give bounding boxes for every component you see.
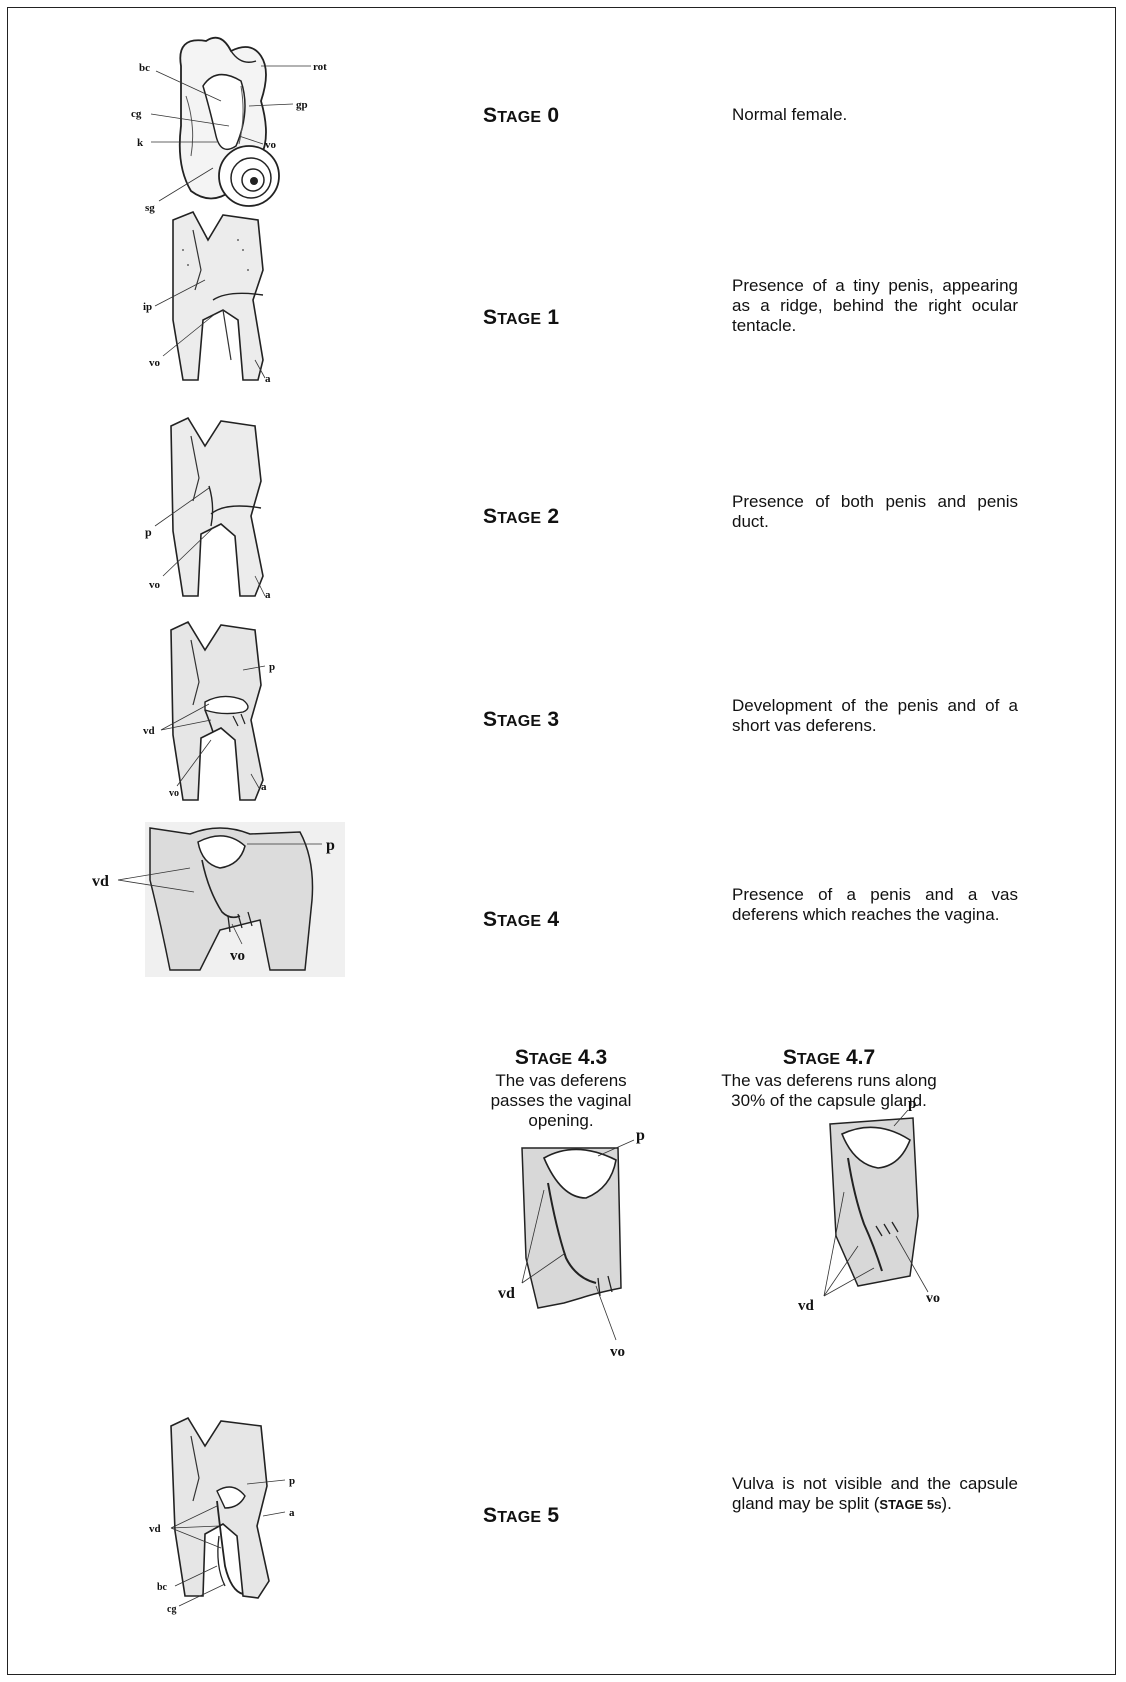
stage-0-label: STAGE 0: [483, 104, 559, 128]
stage-0-description: Normal female.: [732, 105, 1018, 125]
fig-label: vd: [143, 725, 155, 737]
stage-4-3-block: STAGE 4.3 The vas deferens passes the va…: [476, 1048, 646, 1131]
fig-label: vd: [149, 1523, 161, 1535]
fig-label: a: [265, 373, 271, 385]
stage-4-3-description: The vas deferens passes the vaginal open…: [491, 1071, 632, 1130]
fig-label: a: [261, 781, 267, 793]
fig-label: p: [326, 837, 335, 854]
stage-2-label: STAGE 2: [483, 505, 559, 529]
stage-1-label: STAGE 1: [483, 306, 559, 330]
stage-4-description: Presence of a penis and a vas deferens w…: [732, 885, 1018, 925]
stage-4-3-label: STAGE 4.3: [476, 1048, 646, 1070]
fig-label: vo: [230, 948, 245, 964]
fig-label: p: [636, 1128, 645, 1144]
stage-3-label: STAGE 3: [483, 708, 559, 732]
fig-label: p: [145, 525, 152, 539]
stage2-figure: p vo a: [143, 416, 293, 606]
fig-label: cg: [167, 1604, 176, 1615]
fig-label: bc: [139, 62, 150, 74]
stage-3-description: Development of the penis and of a short …: [732, 696, 1018, 736]
fig-label: vd: [498, 1285, 515, 1302]
fig-label: ip: [143, 301, 152, 313]
stage4-7-figure: p vd vo: [778, 1096, 968, 1316]
stage-5-label: STAGE 5: [483, 1504, 559, 1528]
fig-label: k: [137, 137, 144, 149]
fig-label: cg: [131, 108, 142, 120]
fig-label: bc: [157, 1582, 168, 1593]
fig-label: vd: [92, 873, 109, 890]
stage3-figure: p vd vo a: [143, 620, 293, 805]
fig-label: rot: [313, 61, 327, 73]
stage5-figure: p vd a bc cg: [143, 1416, 313, 1616]
stage0-figure: bc cg k sg rot gp vo: [121, 26, 331, 216]
fig-label: vd: [798, 1298, 815, 1314]
fig-label: gp: [296, 99, 308, 111]
fig-label: p: [289, 1475, 295, 1487]
fig-label: vo: [169, 788, 179, 799]
fig-label: a: [289, 1507, 295, 1519]
stage-1-description: Presence of a tiny penis, appearing as a…: [732, 276, 1018, 336]
fig-label: a: [265, 589, 271, 601]
stage4-3-figure: p vd vo: [486, 1128, 666, 1358]
fig-label: vo: [149, 579, 161, 591]
stage-2-description: Presence of both penis and penis duct.: [732, 492, 1018, 532]
stage4-figure: p vd vo: [90, 820, 350, 980]
fig-label: p: [908, 1096, 916, 1112]
stage-5-description: Vulva is not visible and the capsule gla…: [732, 1474, 1018, 1516]
fig-label: vo: [926, 1291, 940, 1306]
stage-5s-code: STAGE 5S: [879, 1497, 941, 1512]
stage-4-label: STAGE 4: [483, 908, 559, 932]
fig-label: vo: [265, 139, 277, 151]
fig-label: vo: [149, 357, 161, 369]
stage-4-7-label: STAGE 4.7: [716, 1048, 942, 1070]
fig-label: vo: [610, 1344, 625, 1358]
page-frame: bc cg k sg rot gp vo STAGE 0 Normal fema…: [7, 7, 1116, 1675]
stage1-figure: ip vo a: [143, 210, 293, 390]
fig-label: p: [269, 661, 275, 673]
